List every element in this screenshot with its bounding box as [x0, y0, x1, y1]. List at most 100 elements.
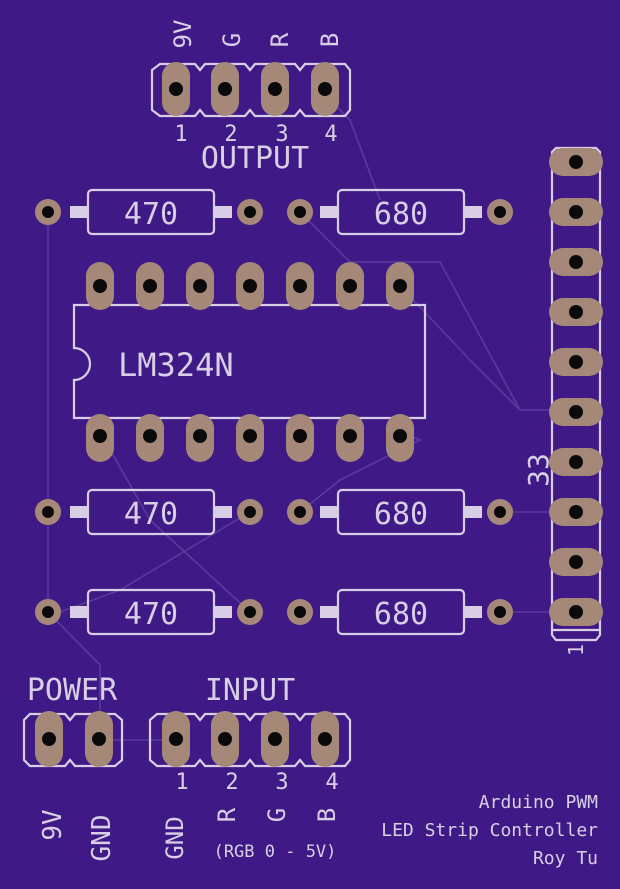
input-signal-label: GND: [161, 816, 189, 859]
credit-line: Roy Tu: [533, 848, 598, 869]
ic-top-pins: [86, 262, 414, 310]
output-pin-number: 3: [275, 122, 288, 147]
drill-hole: [169, 732, 183, 746]
resistor-value: 680: [374, 597, 428, 632]
arduino-pin1-label: 1: [564, 644, 588, 656]
resistor-row-3: 470 680: [35, 588, 513, 636]
input-note: (RGB 0 - 5V): [214, 842, 337, 862]
drill-hole: [93, 279, 107, 293]
drill-hole: [494, 506, 506, 518]
output-header-outline: [150, 62, 352, 118]
input-header: INPUT 1 2 3 4 GND R G B (RGB 0 - 5V): [148, 673, 352, 862]
ic-bottom-pins: [86, 414, 414, 462]
drill-hole: [218, 732, 232, 746]
drill-hole: [169, 82, 183, 96]
drill-hole: [569, 555, 583, 569]
drill-hole: [569, 355, 583, 369]
input-pin-number: 2: [225, 770, 238, 795]
resistor-value: 470: [124, 197, 178, 232]
output-signal-label: B: [316, 33, 344, 47]
drill-hole: [143, 279, 157, 293]
resistor-value: 470: [124, 597, 178, 632]
lead: [464, 206, 482, 218]
output-header: 9V G R B 1 2 3 4 OUTPUT: [150, 20, 352, 176]
credit-line: LED Strip Controller: [381, 820, 598, 841]
resistor-value: 680: [374, 497, 428, 532]
drill-hole: [393, 429, 407, 443]
input-signal-label: R: [213, 807, 241, 822]
input-header-outline: [148, 712, 352, 768]
drill-hole: [42, 606, 54, 618]
drill-hole: [494, 606, 506, 618]
resistor-value: 680: [374, 197, 428, 232]
drill-hole: [243, 429, 257, 443]
drill-hole: [569, 305, 583, 319]
drill-hole: [293, 279, 307, 293]
lead: [214, 206, 232, 218]
drill-hole: [244, 606, 256, 618]
input-pin-number: 4: [325, 770, 338, 795]
output-pin-number: 4: [324, 122, 337, 147]
drill-hole: [343, 429, 357, 443]
power-signal-label: 9V: [38, 809, 68, 840]
drill-hole: [193, 279, 207, 293]
ic-outline: [72, 303, 427, 420]
arduino-pads: [549, 148, 603, 626]
arduino-header: 33 1: [522, 146, 603, 656]
drill-hole: [92, 732, 106, 746]
drill-hole: [318, 732, 332, 746]
input-signal-label: B: [313, 808, 341, 822]
input-pin-number: 1: [175, 770, 188, 795]
credits-block: Arduino PWM LED Strip Controller Roy Tu: [381, 792, 598, 869]
output-signal-label: G: [218, 33, 246, 47]
lead: [214, 506, 232, 518]
output-signal-label: R: [266, 32, 294, 47]
drill-hole: [569, 455, 583, 469]
lead: [320, 506, 338, 518]
resistor-row-2: 470 680: [35, 488, 513, 536]
drill-hole: [243, 279, 257, 293]
power-title: POWER: [27, 673, 118, 708]
drill-hole: [293, 429, 307, 443]
input-pin-number: 3: [275, 770, 288, 795]
output-pads: [162, 62, 339, 116]
lead: [320, 606, 338, 618]
drill-hole: [268, 732, 282, 746]
lead: [464, 506, 482, 518]
drill-hole: [268, 82, 282, 96]
lead: [70, 506, 88, 518]
drill-hole: [244, 506, 256, 518]
output-signal-label: 9V: [169, 20, 197, 49]
lead: [70, 206, 88, 218]
ic-label: LM324N: [118, 346, 234, 384]
input-signal-label: G: [263, 808, 291, 822]
drill-hole: [569, 505, 583, 519]
ic-lm324n: LM324N: [72, 262, 427, 462]
lead: [214, 606, 232, 618]
drill-hole: [218, 82, 232, 96]
drill-hole: [569, 205, 583, 219]
drill-hole: [93, 429, 107, 443]
drill-hole: [393, 279, 407, 293]
drill-hole: [193, 429, 207, 443]
drill-hole: [244, 206, 256, 218]
drill-hole: [42, 506, 54, 518]
drill-hole: [143, 429, 157, 443]
drill-hole: [569, 255, 583, 269]
drill-hole: [569, 405, 583, 419]
drill-hole: [494, 206, 506, 218]
drill-hole: [318, 82, 332, 96]
resistor-row-1: 470 680: [35, 188, 513, 236]
arduino-header-label: 33: [522, 453, 555, 487]
drill-hole: [294, 206, 306, 218]
drill-hole: [294, 606, 306, 618]
drill-hole: [569, 605, 583, 619]
drill-hole: [42, 206, 54, 218]
resistor-value: 470: [124, 497, 178, 532]
credit-line: Arduino PWM: [479, 792, 598, 813]
power-header: POWER 9V GND: [22, 673, 124, 861]
drill-hole: [343, 279, 357, 293]
drill-hole: [294, 506, 306, 518]
drill-hole: [569, 155, 583, 169]
